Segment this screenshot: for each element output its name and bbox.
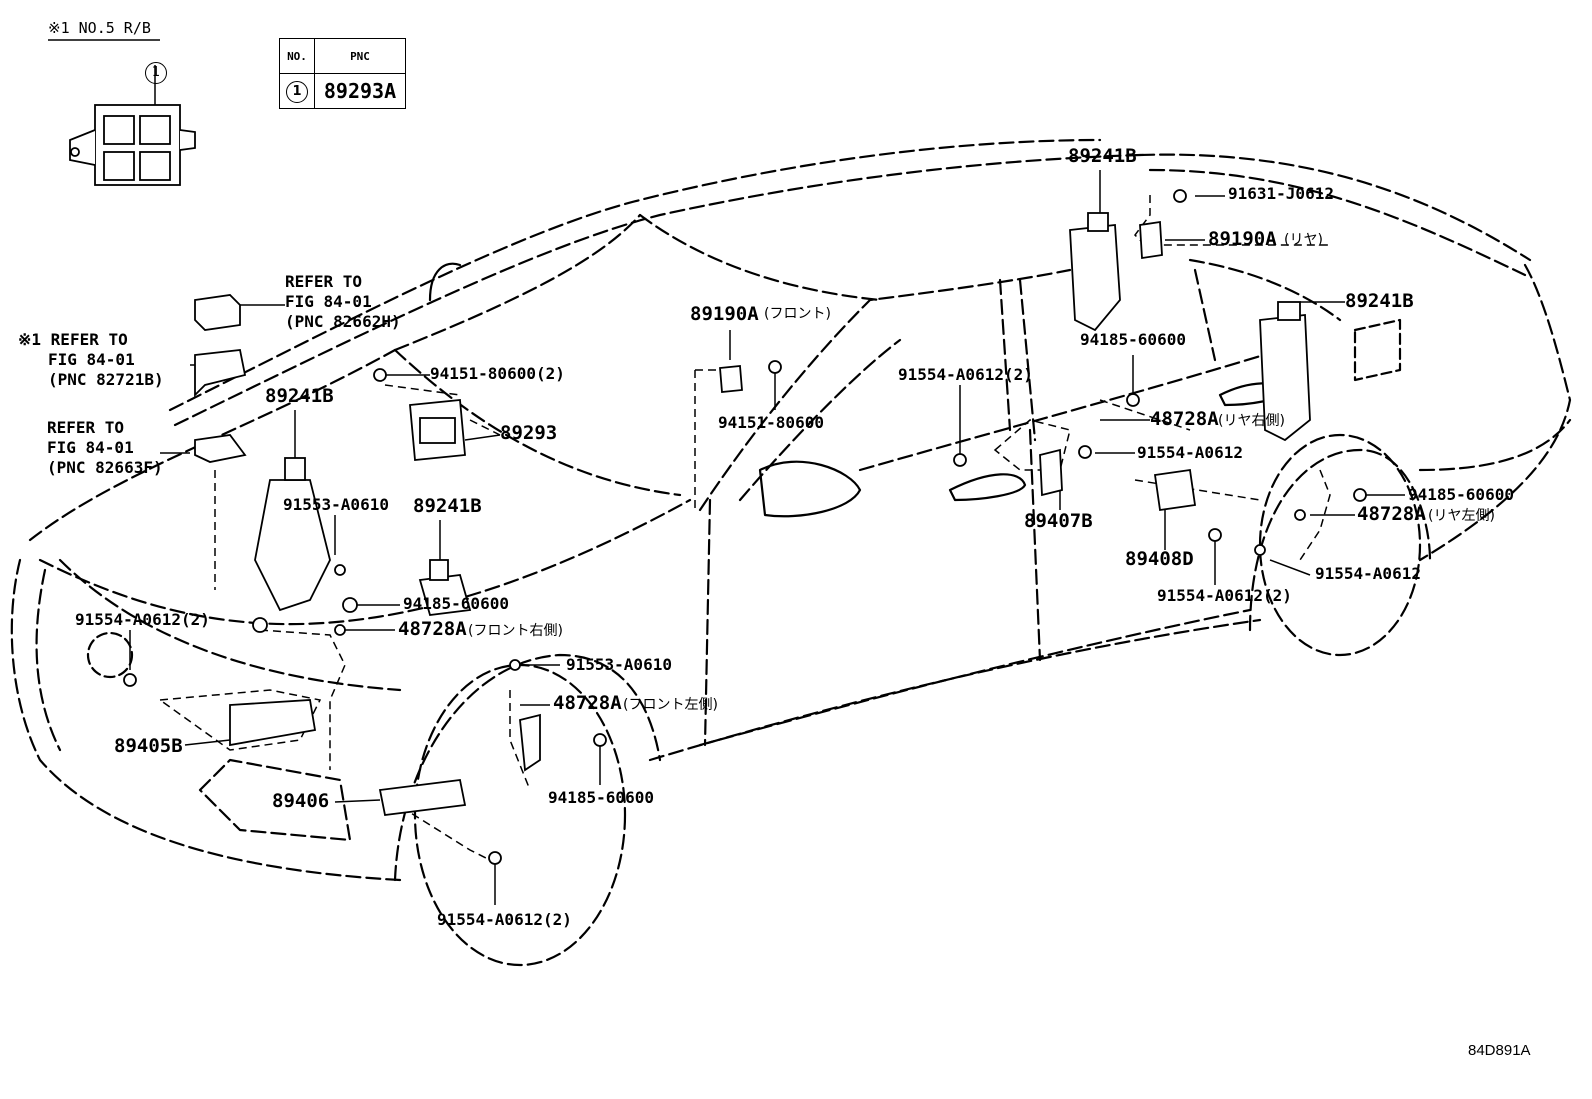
inset-callout: 1 bbox=[145, 62, 167, 84]
label-91554-a0612-2-bottom: 91554-A0612(2) bbox=[437, 910, 572, 929]
label-89408d: 89408D bbox=[1125, 548, 1194, 570]
refer-line: FIG 84-01 bbox=[47, 438, 134, 457]
inset-callout-number: 1 bbox=[145, 62, 167, 84]
refer-line: REFER TO bbox=[285, 272, 363, 291]
label-48728a-rear-left: 48728A bbox=[1357, 503, 1426, 525]
label-91554-a0612-2-mid: 91554-A0612(2) bbox=[898, 365, 1033, 384]
label-48728a-rear-right: 48728A bbox=[1150, 408, 1219, 430]
table-cell-pnc: 89293A bbox=[314, 73, 406, 109]
label-89190a-rear: 89190A bbox=[1208, 228, 1277, 250]
refer-line: FIG 84-01 bbox=[48, 350, 135, 369]
label-89241b-front-left: 89241B bbox=[265, 385, 334, 407]
label-94185-60600-front: 94185-60600 bbox=[403, 594, 509, 613]
label-89241b-rear: 89241B bbox=[1345, 290, 1414, 312]
label-48728a-front-left: 48728A bbox=[553, 692, 622, 714]
label-94185-60600-low: 94185-60600 bbox=[548, 788, 654, 807]
table-no-callout: 1 bbox=[286, 80, 308, 103]
label-89407b: 89407B bbox=[1024, 510, 1093, 532]
label-94185-60600-rear-top: 94185-60600 bbox=[1080, 330, 1186, 349]
label-48728a-front-right: 48728A bbox=[398, 618, 467, 640]
label-89190a-front: 89190A bbox=[690, 303, 759, 325]
label-94185-60600-rear: 94185-60600 bbox=[1408, 485, 1514, 504]
label-48728a-rear-left-jp: (リヤ左側) bbox=[1428, 508, 1495, 524]
refer-line: (PNC 82721B) bbox=[48, 370, 164, 389]
label-91553-a0610-low: 91553-A0610 bbox=[566, 655, 672, 674]
label-94151-80600-mid: 94151-80600 bbox=[718, 413, 824, 432]
pnc-table: NO. PNC 1 89293A bbox=[279, 38, 406, 109]
label-91553-a0610-top: 91553-A0610 bbox=[283, 495, 389, 514]
label-89405b: 89405B bbox=[114, 735, 183, 757]
refer-line: REFER TO bbox=[47, 418, 125, 437]
refer-line: ※1 REFER TO bbox=[18, 330, 128, 349]
note-label: ※1 NO.5 R/B bbox=[48, 19, 151, 37]
refer-line: (PNC 82663F) bbox=[47, 458, 163, 477]
label-91631-j0612: 91631-J0612 bbox=[1228, 184, 1334, 203]
refer-line: FIG 84-01 bbox=[285, 292, 372, 311]
label-91554-a0612-2-rear: 91554-A0612(2) bbox=[1157, 586, 1292, 605]
label-89241b-front-center: 89241B bbox=[413, 495, 482, 517]
table-header-pnc: PNC bbox=[314, 38, 406, 74]
table-header-no: NO. bbox=[279, 38, 315, 74]
label-94151-80600-2: 94151-80600(2) bbox=[430, 364, 565, 383]
label-89190a-rear-jp: (リヤ) bbox=[1284, 232, 1323, 248]
refer-note-82721b: ※1 REFER TO FIG 84-01 (PNC 82721B) bbox=[18, 330, 164, 390]
refer-note-82663f: REFER TO FIG 84-01 (PNC 82663F) bbox=[47, 418, 163, 478]
label-89293: 89293 bbox=[500, 422, 558, 444]
label-89406: 89406 bbox=[272, 790, 330, 812]
label-89241b-roof: 89241B bbox=[1068, 145, 1137, 167]
label-91554-a0612-mid: 91554-A0612 bbox=[1137, 443, 1243, 462]
label-91554-a0612-2-front: 91554-A0612(2) bbox=[75, 610, 210, 629]
label-91554-a0612-rear: 91554-A0612 bbox=[1315, 564, 1421, 583]
table-cell-no: 1 bbox=[279, 73, 315, 109]
label-48728a-front-right-jp: (フロント右側) bbox=[468, 623, 563, 639]
label-48728a-rear-right-jp: (リヤ右側) bbox=[1218, 413, 1285, 429]
label-89190a-front-jp: (フロント) bbox=[764, 306, 831, 322]
label-48728a-front-left-jp: (フロント左側) bbox=[623, 697, 718, 713]
refer-note-82662h: REFER TO FIG 84-01 (PNC 82662H) bbox=[285, 272, 401, 332]
diagram-code: 84D891A bbox=[1468, 1042, 1531, 1059]
refer-line: (PNC 82662H) bbox=[285, 312, 401, 331]
